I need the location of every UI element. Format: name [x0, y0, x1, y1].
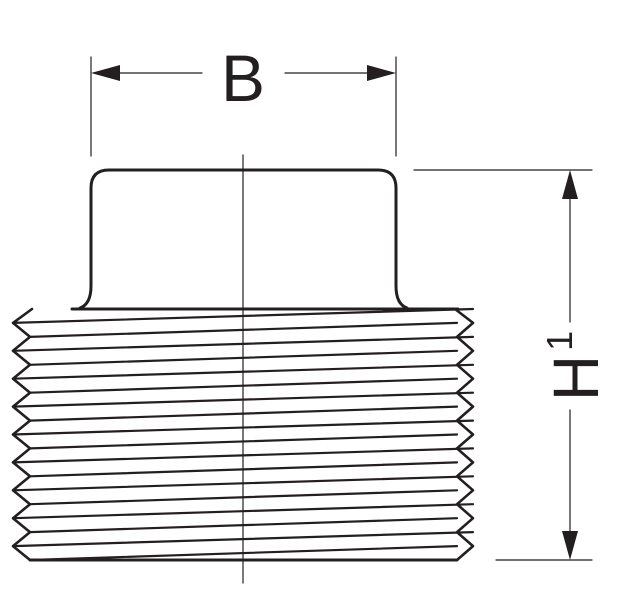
- b-dimension-label: B: [221, 41, 265, 115]
- h1-label-main: H: [540, 355, 612, 401]
- h1-label-subscript: 1: [539, 331, 580, 351]
- thread-right-profile: [453, 307, 475, 562]
- h1-dimension-label-group: H1: [539, 331, 612, 401]
- b-arrowhead-left: [91, 65, 120, 81]
- h1-dimension-label: H1: [539, 331, 612, 401]
- h1-arrowhead-top: [562, 170, 578, 199]
- b-arrowhead-right: [367, 65, 396, 81]
- h1-arrowhead-bottom: [562, 531, 578, 560]
